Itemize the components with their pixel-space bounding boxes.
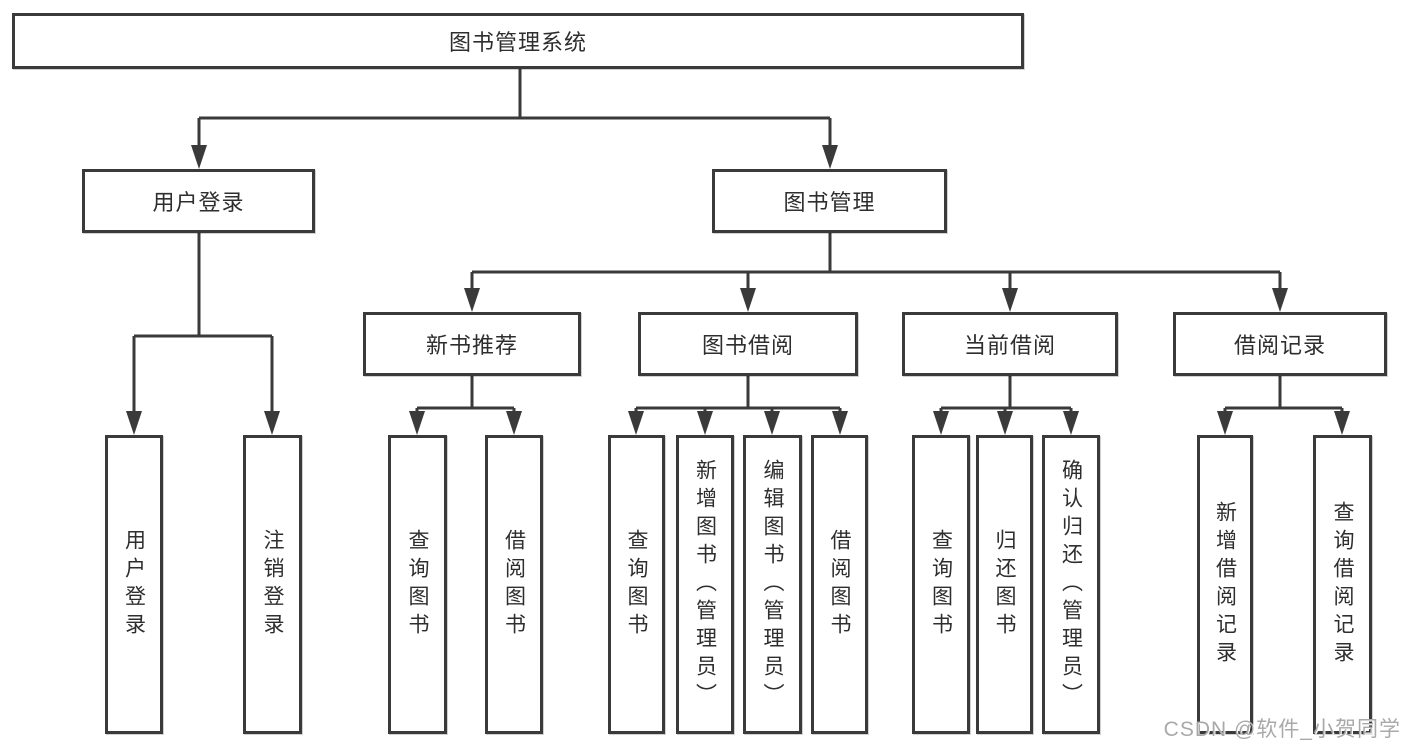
node-root: 图书管理系统 [12, 13, 1024, 69]
leaf-label: 新增借阅记录 [1213, 500, 1237, 669]
leaf-label: 归还图书 [993, 528, 1016, 641]
leaf-add-borrow-record: 新增借阅记录 [1197, 435, 1253, 734]
leaf-borrow-books-borrowing: 借阅图书 [811, 435, 868, 734]
leaf-logout: 注销登录 [243, 435, 302, 734]
leaf-label: 借阅图书 [502, 528, 526, 641]
leaf-label: 编辑图书（管理员） [761, 458, 784, 711]
leaf-label: 新增图书（管理员） [693, 458, 717, 711]
watermark: CSDN @软件_小贺同学 [1163, 718, 1401, 741]
node-new-book-recommend: 新书推荐 [363, 312, 581, 376]
node-borrowing-records: 借阅记录 [1173, 312, 1387, 376]
node-current-borrowing: 当前借阅 [902, 312, 1118, 376]
leaf-query-books-recommend: 查询图书 [388, 435, 447, 734]
leaf-label: 查询图书 [929, 528, 953, 641]
leaf-label: 确认归还（管理员） [1059, 458, 1083, 711]
leaf-return-books: 归还图书 [976, 435, 1033, 734]
node-user-login: 用户登录 [82, 169, 315, 233]
leaf-add-books-admin: 新增图书（管理员） [676, 435, 734, 734]
node-book-management: 图书管理 [712, 169, 947, 233]
leaf-query-books-current: 查询图书 [912, 435, 970, 734]
leaf-label: 用户登录 [122, 528, 146, 641]
leaf-query-borrow-record: 查询借阅记录 [1313, 435, 1372, 734]
leaf-query-books-borrowing: 查询图书 [608, 435, 665, 734]
leaf-user-login: 用户登录 [105, 435, 163, 734]
arrowheads [126, 145, 1350, 435]
leaf-label: 查询图书 [406, 528, 429, 641]
leaf-borrow-books-recommend: 借阅图书 [485, 435, 543, 734]
leaf-label: 借阅图书 [828, 528, 851, 641]
leaf-label: 注销登录 [261, 528, 284, 641]
node-book-borrowing: 图书借阅 [638, 312, 858, 376]
leaf-confirm-return-admin: 确认归还（管理员） [1042, 435, 1100, 734]
leaf-label: 查询图书 [625, 528, 648, 641]
leaf-edit-books-admin: 编辑图书（管理员） [743, 435, 802, 734]
leaf-label: 查询借阅记录 [1331, 500, 1354, 669]
